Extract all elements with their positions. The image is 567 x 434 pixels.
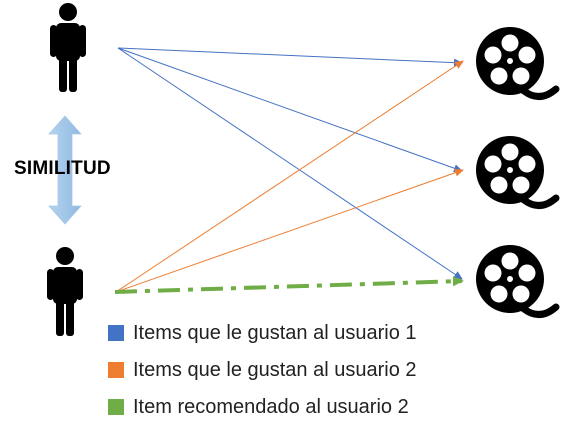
legend-item-likes-user-1: Items que le gustan al usuario 1 xyxy=(108,320,417,346)
legend-label: Item recomendado al usuario 2 xyxy=(133,395,409,418)
user-1-likes-lines xyxy=(117,47,463,280)
user-1-to-item-2-arrow xyxy=(117,47,463,173)
legend-swatch-orange xyxy=(108,362,124,378)
user-1-to-item-3-arrow xyxy=(117,47,463,280)
user-2-likes-lines xyxy=(115,60,464,293)
legend-label: Items que le gustan al usuario 1 xyxy=(133,321,417,344)
user-2-to-item-2-arrow xyxy=(115,168,464,293)
legend-item-likes-user-2: Items que le gustan al usuario 2 xyxy=(108,357,417,383)
similarity-label: SIMILITUD xyxy=(14,158,111,179)
user-2-to-item-1-arrow xyxy=(115,60,464,293)
item-1-film-reel-icon xyxy=(476,27,560,100)
legend-label: Items que le gustan al usuario 2 xyxy=(133,358,417,381)
user-1-to-item-1-arrow xyxy=(117,47,463,67)
user-1-person-icon xyxy=(50,3,86,92)
recommended-item-arrow xyxy=(114,276,464,294)
legend-swatch-blue xyxy=(108,325,124,341)
legend-swatch-green xyxy=(108,399,124,415)
user-2-person-icon xyxy=(47,247,83,336)
legend-item-recommended: Item recomendado al usuario 2 xyxy=(108,394,409,420)
item-3-film-reel-icon xyxy=(476,245,560,318)
similarity-double-arrow xyxy=(48,115,82,225)
item-2-film-reel-icon xyxy=(476,136,560,209)
